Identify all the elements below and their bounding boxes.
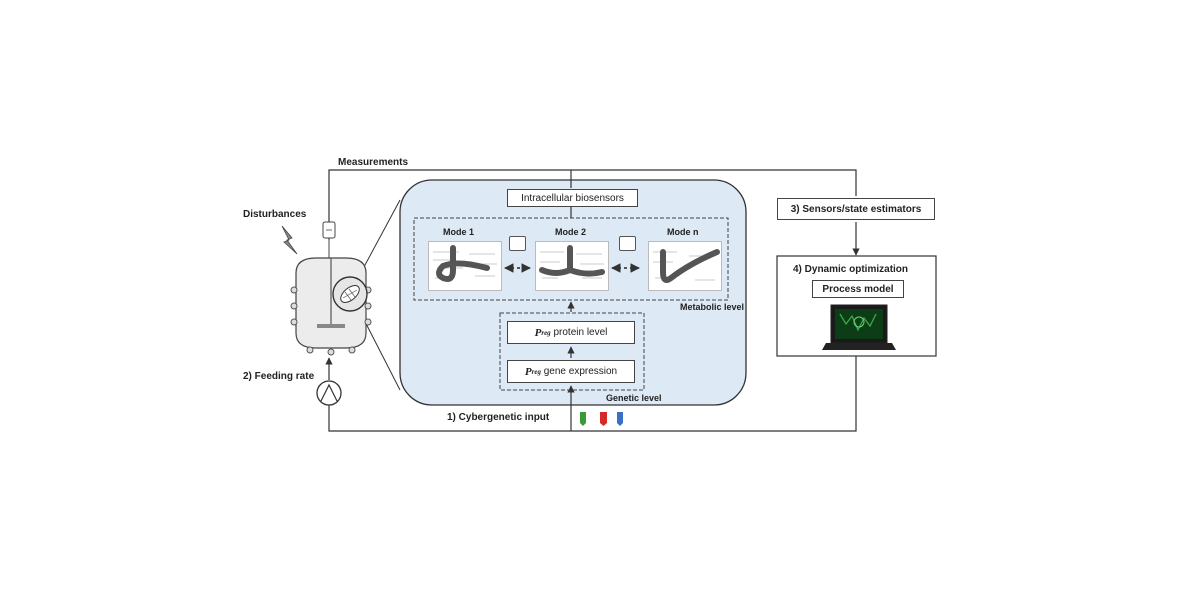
mode-switch-icon — [509, 236, 526, 251]
pump-icon — [316, 380, 342, 406]
light-marker-icon — [580, 412, 623, 426]
sensor-probe-icon — [322, 221, 336, 258]
gene-expression-text: gene expression — [543, 366, 618, 377]
loop-bottom-line — [328, 355, 857, 432]
lightning-icon — [281, 225, 298, 255]
mode-2-plot — [535, 241, 609, 291]
zoom-line-top — [357, 199, 401, 279]
laptop-icon — [822, 304, 896, 350]
metabolic-level-box — [413, 217, 729, 301]
loop-top-line — [328, 169, 857, 240]
process-model-box: Process model — [812, 280, 904, 298]
mode-1-label: Mode 1 — [443, 227, 475, 237]
genetic-level-box — [499, 312, 645, 391]
disturbances-label: Disturbances — [243, 209, 307, 220]
mode-switch-icon — [619, 236, 636, 251]
preg-symbol: P — [524, 365, 532, 378]
protein-level-text: protein level — [553, 327, 608, 338]
preg-subscript: reg — [531, 367, 541, 376]
dynamic-optimization-label: 4) Dynamic optimization — [793, 264, 909, 275]
feeding-rate-label: 2) Feeding rate — [243, 371, 315, 382]
preg-symbol: P — [534, 326, 542, 339]
intracellular-biosensors-box: Intracellular biosensors — [507, 189, 638, 207]
genetic-level-label: Genetic level — [606, 393, 662, 403]
mode-2-label: Mode 2 — [555, 227, 587, 237]
mode-1-plot — [428, 241, 502, 291]
cybergenetic-input-label: 1) Cybergenetic input — [447, 412, 550, 423]
measurements-label: Measurements — [338, 157, 409, 168]
metabolic-level-label: Metabolic level — [680, 302, 745, 312]
cell-icon — [332, 276, 368, 312]
sensors-box: 3) Sensors/state estimators — [777, 198, 935, 220]
mode-n-label: Mode n — [667, 227, 699, 237]
mode-n-plot — [648, 241, 722, 291]
cell-panel — [399, 179, 747, 406]
preg-subscript: reg — [541, 328, 551, 337]
